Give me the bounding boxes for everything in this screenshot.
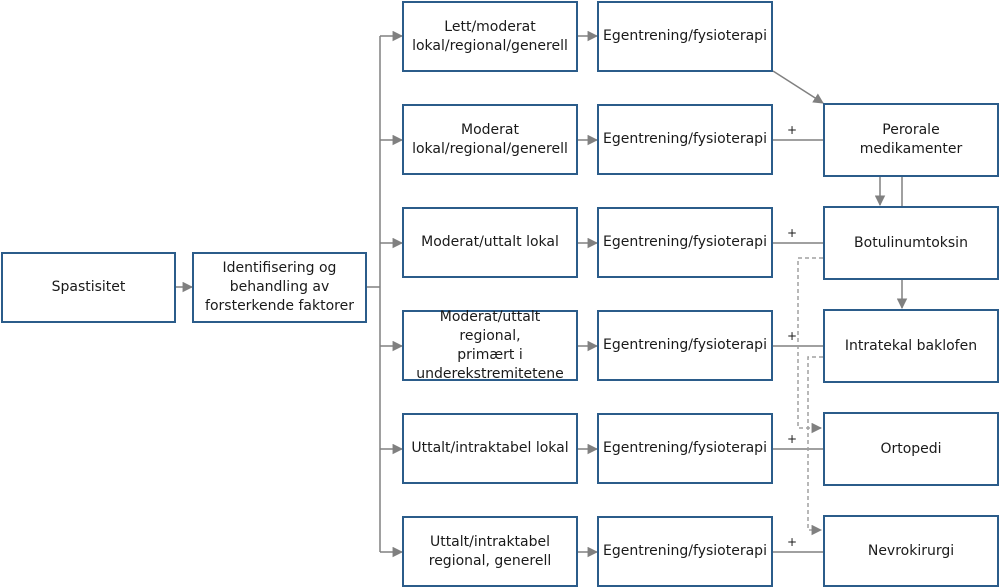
ortopedi-box: Ortopedi <box>823 412 999 486</box>
severity-box-4: Moderat/uttalt regional, primært i under… <box>402 309 578 382</box>
severity-box-3: Moderat/uttalt lokal <box>402 207 578 278</box>
plus-sign-ortopedi: + <box>787 432 798 446</box>
therapy-box-5: Egentrening/fysioterapi <box>597 413 773 484</box>
severity-box-6: Uttalt/intraktabel regional, generell <box>402 516 578 587</box>
intratekal-baklofen-box: Intratekal baklofen <box>823 309 999 383</box>
spastisitet-box: Spastisitet <box>1 252 176 323</box>
therapy-box-2: Egentrening/fysioterapi <box>597 104 773 175</box>
arrow-therapy-1-to-perorale <box>772 70 824 104</box>
severity-box-5: Uttalt/intraktabel lokal <box>402 413 578 484</box>
botulinumtoksin-box: Botulinumtoksin <box>823 206 999 280</box>
therapy-box-4: Egentrening/fysioterapi <box>597 310 773 381</box>
plus-sign-intratekal: + <box>787 329 798 343</box>
nevrokirurgi-box: Nevrokirurgi <box>823 515 999 587</box>
plus-sign-perorale: + <box>787 123 798 137</box>
plus-sign-botulinum: + <box>787 226 798 240</box>
therapy-box-3: Egentrening/fysioterapi <box>597 207 773 278</box>
severity-box-1: Lett/moderat lokal/regional/generell <box>402 1 578 72</box>
dashed-botulinum-to-ortopedi <box>797 257 823 434</box>
identifisering-box: Identifisering og behandling av forsterk… <box>192 252 367 323</box>
therapy-box-6: Egentrening/fysioterapi <box>597 516 773 587</box>
therapy-box-1: Egentrening/fysioterapi <box>597 1 773 72</box>
severity-box-2: Moderat lokal/regional/generell <box>402 104 578 175</box>
plus-sign-nevrokirurgi: + <box>787 535 798 549</box>
perorale-medikamenter-box: Perorale medikamenter <box>823 103 999 177</box>
dashed-intratekal-to-nevrokirurgi <box>807 356 823 536</box>
